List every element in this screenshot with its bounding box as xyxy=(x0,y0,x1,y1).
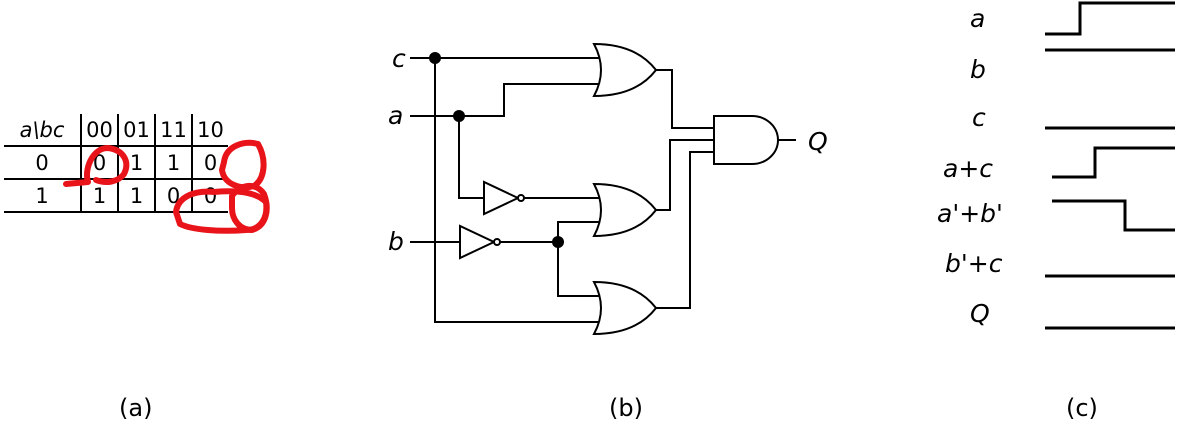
kmap-loop-right-column xyxy=(229,183,270,233)
kmap-corner-label: a\bc xyxy=(4,114,82,147)
timing-diagram: a b c a+c a'+b' b'+c Q xyxy=(937,1,1175,330)
or-gate-na-nb xyxy=(592,182,658,238)
wire-nb xyxy=(500,221,602,297)
logic-circuit: c a b Q xyxy=(388,42,828,336)
not-gate-a-bubble xyxy=(517,194,525,202)
kmap-header-row: a\bc 00 01 11 10 xyxy=(4,114,228,147)
junction-dot xyxy=(552,236,564,248)
timing-label-c: c xyxy=(972,103,986,132)
timing-label-q: Q xyxy=(970,299,990,328)
kmap-cell: 1 xyxy=(118,179,156,213)
wire-or2-out xyxy=(656,139,714,211)
wire-or3-out xyxy=(656,151,714,309)
waveform-na-plus-nb xyxy=(1052,199,1175,232)
karnaugh-map: a\bc 00 01 11 10 0 0 1 1 0 1 1 1 0 0 xyxy=(4,114,228,213)
kmap-col-11: 11 xyxy=(155,114,193,147)
kmap-loop-top-right xyxy=(219,139,267,191)
kmap-cell: 1 xyxy=(155,146,193,180)
timing-label-a-plus-c: a+c xyxy=(943,154,993,183)
caption-c: (c) xyxy=(1066,394,1098,422)
input-a-label: a xyxy=(388,101,403,130)
not-gate-b xyxy=(459,224,497,260)
kmap-col-00: 00 xyxy=(81,114,119,147)
kmap-annotations xyxy=(63,139,270,234)
kmap-cell: 0 xyxy=(192,179,228,213)
junction-dot xyxy=(453,110,465,122)
input-c-label: c xyxy=(392,44,406,73)
wire-c xyxy=(410,57,602,323)
kmap-row-1: 1 1 1 0 0 xyxy=(4,179,228,213)
kmap-col-01: 01 xyxy=(118,114,156,147)
caption-a: (a) xyxy=(119,394,152,422)
or-gate-a-c xyxy=(592,42,658,98)
and-gate xyxy=(713,115,779,165)
or-gate-nb-c xyxy=(592,280,658,336)
not-gate-a xyxy=(483,180,521,216)
timing-label-nb-plus-c: b'+c xyxy=(945,249,1003,278)
kmap-loop-top-left xyxy=(63,145,130,187)
not-gate-b-bubble xyxy=(493,238,501,246)
input-b-label: b xyxy=(388,227,404,256)
wire-a xyxy=(410,83,602,199)
timing-label-b: b xyxy=(970,55,986,84)
timing-label-na-plus-nb: a'+b' xyxy=(937,199,1003,228)
kmap-col-10: 10 xyxy=(192,114,228,147)
waveform-a xyxy=(1045,1,1175,36)
kmap-row-label: 1 xyxy=(4,179,82,213)
junction-dot xyxy=(429,52,441,64)
wire-or1-out xyxy=(656,69,714,129)
kmap-row-label: 0 xyxy=(4,146,82,180)
kmap-loop-bottom-pair xyxy=(173,188,270,234)
waveform-a-plus-c xyxy=(1052,146,1175,179)
timing-label-a: a xyxy=(970,4,985,33)
caption-b: (b) xyxy=(609,394,643,422)
output-q-label: Q xyxy=(808,127,828,156)
